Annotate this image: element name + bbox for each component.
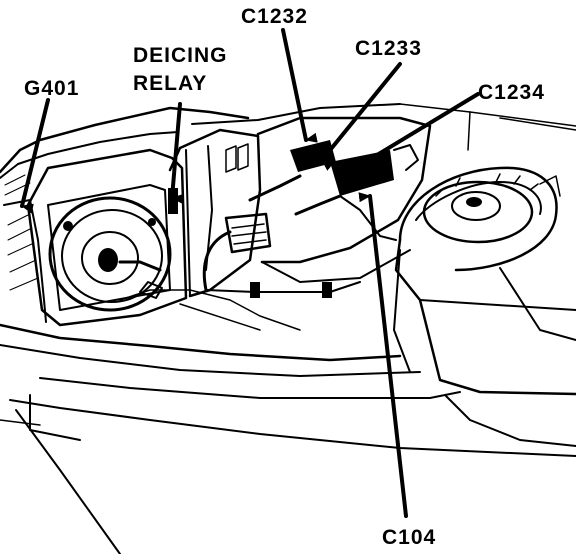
c104-arrow [358,192,408,518]
callout-labels: G401 DEICING RELAY C1232 C1233 C1234 C10… [24,5,545,549]
blower-fan [394,166,576,396]
c104-label: C104 [382,526,436,549]
headlamp-housing [26,148,188,327]
deicing-relay-label-line1: DEICING [133,44,228,67]
c1232-label: C1232 [241,5,308,28]
c1234-arrow [360,92,480,177]
c1234-label: C1234 [478,81,545,104]
c1233-label: C1233 [355,37,422,60]
fender-structure [0,106,576,554]
g401-arrow [20,98,50,214]
c1233-arrow [320,62,402,171]
callout-arrows [20,28,480,518]
inner-panel [168,128,262,298]
deicing-relay-arrow [170,102,184,204]
g401-label: G401 [24,77,79,100]
deicing-relay-label-line2: RELAY [133,72,207,95]
c1232-arrow [281,28,318,143]
